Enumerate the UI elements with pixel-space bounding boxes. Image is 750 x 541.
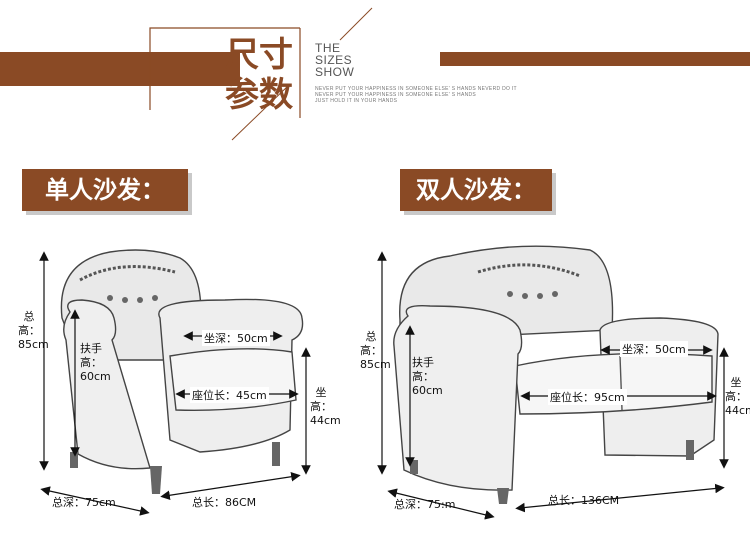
- double-seat-depth: 坐深：50cm: [620, 341, 688, 357]
- title-en-line1: THE: [315, 41, 341, 55]
- title-en-line3: SHOW: [315, 65, 355, 79]
- double-seat-height: 坐高：44cm: [725, 376, 750, 417]
- page-title-line2: 参数: [225, 75, 293, 115]
- single-seat-depth: 坐深：50cm: [202, 330, 270, 346]
- single-armrest-height: 扶手高：60cm: [80, 342, 111, 383]
- tagline: NEVER PUT YOUR HAPPINESS IN SOMEONE ELSE…: [315, 86, 517, 104]
- double-total-height: 总高：85cm: [360, 330, 391, 371]
- double-total-length: 总长：136CM: [548, 494, 620, 507]
- double-sofa-label: 双人沙发：: [400, 169, 552, 211]
- single-total-height: 总高：85cm: [18, 310, 49, 351]
- header-band-left: [0, 52, 240, 86]
- single-sofa-label: 单人沙发：: [22, 169, 188, 211]
- header-band-right: [440, 52, 750, 66]
- single-seat-length: 座位长：45cm: [190, 387, 269, 403]
- page-title-line1: 尺寸: [225, 35, 293, 75]
- single-seat-height: 坐高：44cm: [310, 386, 341, 427]
- double-total-depth: 总深：75:m: [394, 498, 456, 511]
- double-seat-length: 座位长：95cm: [548, 389, 627, 405]
- double-armrest-height: 扶手高：60cm: [412, 356, 443, 397]
- single-total-depth: 总深：75cm: [52, 496, 116, 509]
- title-english: THE SIZES SHOW: [315, 42, 354, 78]
- title-en-line2: SIZES: [315, 53, 353, 67]
- tagline-line1: NEVER PUT YOUR HAPPINESS IN SOMEONE ELSE…: [315, 86, 517, 92]
- tagline-line2: NEVER PUT YOUR HAPPINESS IN SOMEONE ELSE…: [315, 92, 477, 98]
- single-total-length: 总长：86CM: [192, 496, 257, 509]
- double-sofa-drawing: [393, 245, 719, 504]
- tagline-line3: JUST HOLD IT IN YOUR HANDS: [315, 98, 398, 104]
